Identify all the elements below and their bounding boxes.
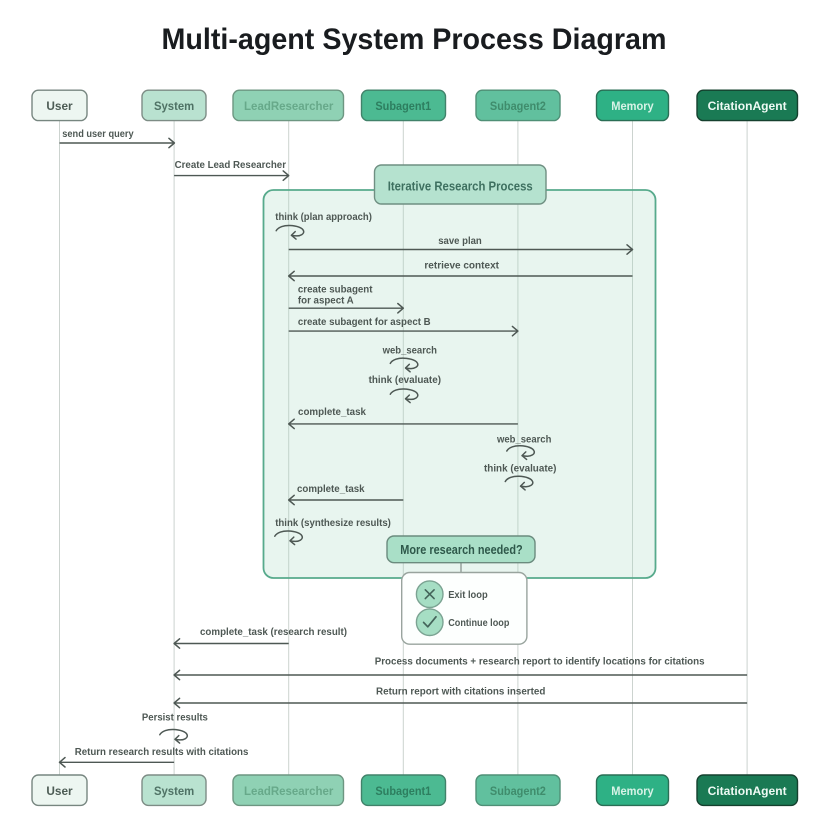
svg-text:Process documents + research r: Process documents + research report to i… bbox=[375, 656, 705, 667]
svg-text:Return research results with c: Return research results with citations bbox=[75, 747, 249, 758]
svg-text:System: System bbox=[154, 99, 194, 113]
svg-text:CitationAgent: CitationAgent bbox=[708, 784, 787, 798]
svg-text:Return report with citations i: Return report with citations inserted bbox=[376, 687, 545, 698]
svg-text:Iterative Research Process: Iterative Research Process bbox=[388, 180, 533, 194]
svg-text:Subagent2: Subagent2 bbox=[490, 784, 546, 798]
svg-text:Memory: Memory bbox=[611, 99, 654, 113]
svg-text:LeadResearcher: LeadResearcher bbox=[244, 784, 334, 798]
svg-text:for aspect A: for aspect A bbox=[298, 296, 354, 307]
svg-text:think (synthesize results): think (synthesize results) bbox=[275, 518, 391, 529]
svg-text:Create Lead Researcher: Create Lead Researcher bbox=[175, 160, 286, 171]
svg-text:Subagent1: Subagent1 bbox=[375, 99, 431, 113]
svg-text:web_search: web_search bbox=[496, 435, 551, 446]
svg-text:complete_task: complete_task bbox=[297, 484, 365, 495]
svg-text:Continue loop: Continue loop bbox=[448, 618, 509, 629]
svg-text:create subagent for aspect B: create subagent for aspect B bbox=[298, 317, 431, 328]
svg-text:Persist results: Persist results bbox=[142, 713, 208, 724]
svg-text:Memory: Memory bbox=[611, 784, 654, 798]
svg-text:complete_task (research result: complete_task (research result) bbox=[200, 627, 347, 638]
svg-text:Multi-agent System Process Dia: Multi-agent System Process Diagram bbox=[162, 23, 667, 56]
svg-text:User: User bbox=[46, 784, 73, 798]
svg-text:save plan: save plan bbox=[438, 236, 482, 247]
svg-text:create subagent: create subagent bbox=[298, 285, 373, 296]
svg-text:Exit loop: Exit loop bbox=[448, 590, 488, 601]
svg-text:web_search: web_search bbox=[382, 346, 437, 357]
svg-text:CitationAgent: CitationAgent bbox=[708, 99, 787, 113]
svg-text:retrieve context: retrieve context bbox=[424, 260, 499, 271]
svg-text:LeadResearcher: LeadResearcher bbox=[244, 99, 334, 113]
svg-text:complete_task: complete_task bbox=[298, 407, 366, 418]
svg-text:think (evaluate): think (evaluate) bbox=[484, 464, 556, 475]
svg-text:think (evaluate): think (evaluate) bbox=[369, 375, 441, 386]
svg-text:Subagent2: Subagent2 bbox=[490, 99, 546, 113]
svg-text:send user query: send user query bbox=[62, 129, 134, 140]
svg-text:User: User bbox=[46, 99, 73, 113]
svg-text:think (plan approach): think (plan approach) bbox=[275, 212, 372, 223]
svg-text:More research needed?: More research needed? bbox=[400, 543, 522, 557]
svg-text:System: System bbox=[154, 784, 194, 798]
svg-text:Subagent1: Subagent1 bbox=[375, 784, 431, 798]
